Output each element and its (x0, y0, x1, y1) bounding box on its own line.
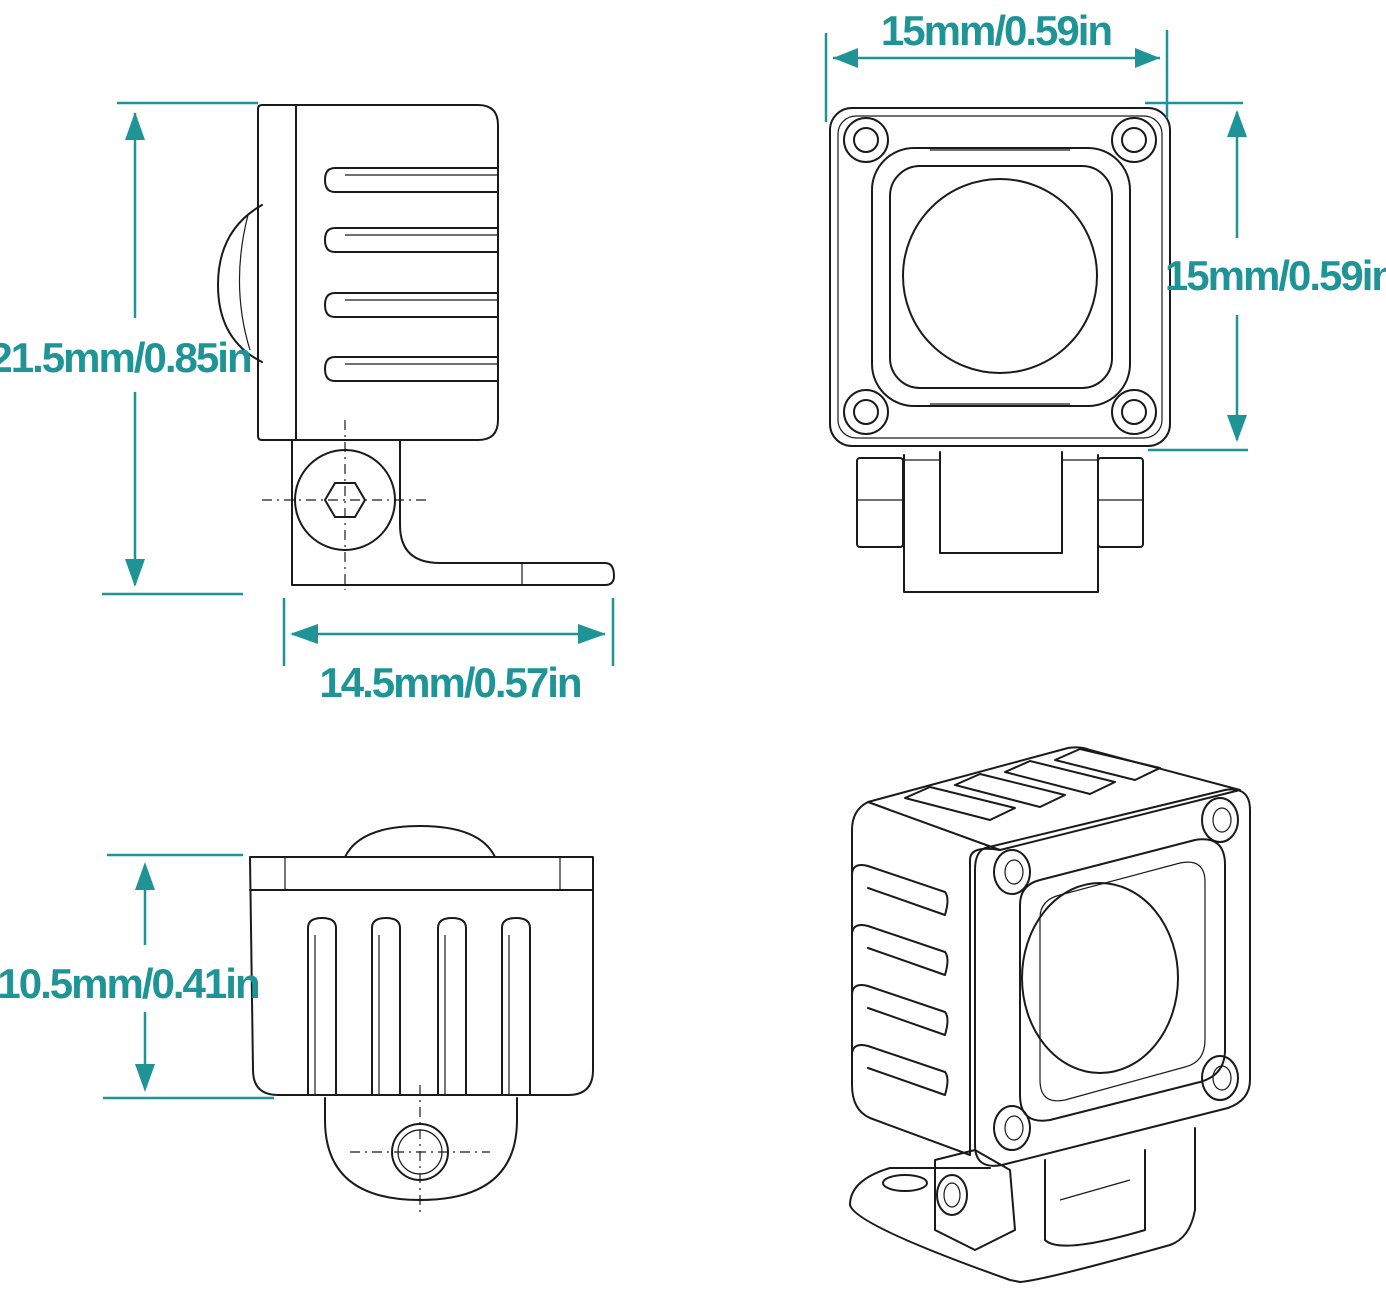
front-height-label: 15mm/0.59in (1165, 252, 1386, 299)
side-depth-label: 14.5mm/0.57in (319, 659, 581, 706)
dimension-side-depth: 14.5mm/0.57in (282, 598, 615, 706)
dimension-top-height: 10.5mm/0.41in (0, 853, 274, 1100)
iso-hex-knob (934, 1149, 1016, 1251)
top-fins (307, 917, 531, 1096)
iso-top-fins (904, 748, 1161, 821)
dimension-front-height: 15mm/0.59in (1145, 101, 1386, 452)
top-view (249, 825, 594, 1215)
iso-side-fins (851, 864, 949, 1096)
dimension-side-height: 21.5mm/0.85in (0, 101, 258, 596)
isometric-view (849, 746, 1251, 1283)
top-height-label: 10.5mm/0.41in (0, 960, 259, 1007)
side-fins (324, 167, 499, 382)
iso-screw-holes (993, 797, 1239, 1151)
front-width-label: 15mm/0.59in (881, 7, 1111, 54)
front-view (829, 107, 1171, 593)
screw-holes (843, 117, 1157, 435)
dimension-front-width: 15mm/0.59in (824, 7, 1169, 122)
lens (902, 178, 1098, 374)
side-view (217, 104, 615, 590)
iso-lens (1021, 882, 1179, 1074)
side-height-label: 21.5mm/0.85in (0, 334, 251, 381)
